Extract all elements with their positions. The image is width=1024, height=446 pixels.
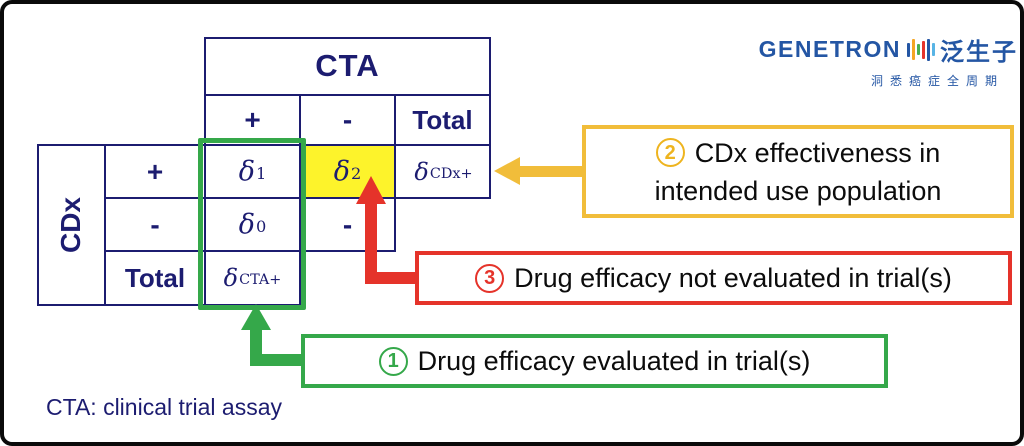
genetron-bars-icon [907, 38, 935, 61]
bar [927, 38, 930, 61]
circled-2-icon: 2 [655, 138, 685, 167]
grid-line [204, 37, 206, 306]
note-text: Drug efficacy not evaluated in trial(s) [514, 262, 952, 293]
grid-line [104, 197, 491, 199]
grid-line [394, 94, 396, 252]
cta-plus-column-outline [198, 138, 306, 310]
circled-3-icon: 3 [475, 263, 505, 293]
bar [912, 39, 915, 60]
green-arrow-head-icon [241, 304, 271, 330]
col-header-total: Total [412, 104, 473, 135]
row-header-plus: + [146, 155, 164, 187]
note-text: Drug efficacy evaluated in trial(s) [417, 345, 811, 376]
green-arrow-shaft [250, 328, 262, 366]
note-line-2: intended use population [654, 175, 942, 206]
yellow-arrow-head-icon [494, 157, 520, 185]
yellow-arrow-shaft [518, 166, 584, 177]
grid-line [37, 144, 39, 306]
grid-line [489, 37, 491, 199]
row-header-total: Total [124, 262, 186, 293]
genetron-logo-row: GENETRON 泛生子 [744, 32, 1018, 67]
bar [907, 42, 910, 57]
note-not-evaluated: 3 Drug efficacy not evaluated in trial(s… [415, 251, 1012, 305]
grid-line [204, 94, 491, 96]
bar [917, 44, 920, 55]
note-cdx-effectiveness: 2 CDx effectiveness in intended use popu… [582, 125, 1014, 218]
grid-line [104, 250, 396, 252]
red-arrow-head-icon [356, 176, 386, 204]
cell-empty-dash: - [342, 208, 353, 240]
note-text: CDx effectiveness in [694, 137, 941, 168]
col-header-plus: + [244, 104, 261, 135]
row-header-minus: - [150, 208, 160, 240]
note-line-1: 2 CDx effectiveness in [655, 134, 942, 172]
genetron-tagline: 洞悉癌症全周期 [870, 74, 1004, 88]
note-evaluated: 1 Drug efficacy evaluated in trial(s) [301, 334, 888, 388]
circled-1-icon: 1 [378, 346, 408, 376]
cta-header: CTA [315, 47, 380, 83]
grid-line [204, 37, 491, 39]
genetron-wordmark: GENETRON [758, 36, 901, 62]
grid-line [37, 144, 491, 146]
col-header-minus: - [342, 104, 353, 135]
genetron-chinese-name: 泛生子 [940, 39, 1018, 66]
grid-line [104, 144, 106, 306]
red-arrow-shaft [365, 202, 377, 284]
footnote-cta-definition: CTA: clinical trial assay [46, 394, 283, 420]
bar [922, 40, 925, 59]
cdx-header: CDx [39, 146, 104, 304]
grid-line [299, 94, 301, 306]
bar [932, 43, 935, 56]
green-arrow-shaft [250, 354, 304, 366]
red-arrow-shaft [365, 272, 417, 284]
cdx-header-label: CDx [55, 196, 87, 254]
grid-line [37, 304, 301, 306]
note-cdx-effectiveness-text: 2 CDx effectiveness in intended use popu… [655, 134, 942, 210]
genetron-logo: GENETRON 泛生子 洞悉癌症全周期 [744, 32, 1018, 89]
